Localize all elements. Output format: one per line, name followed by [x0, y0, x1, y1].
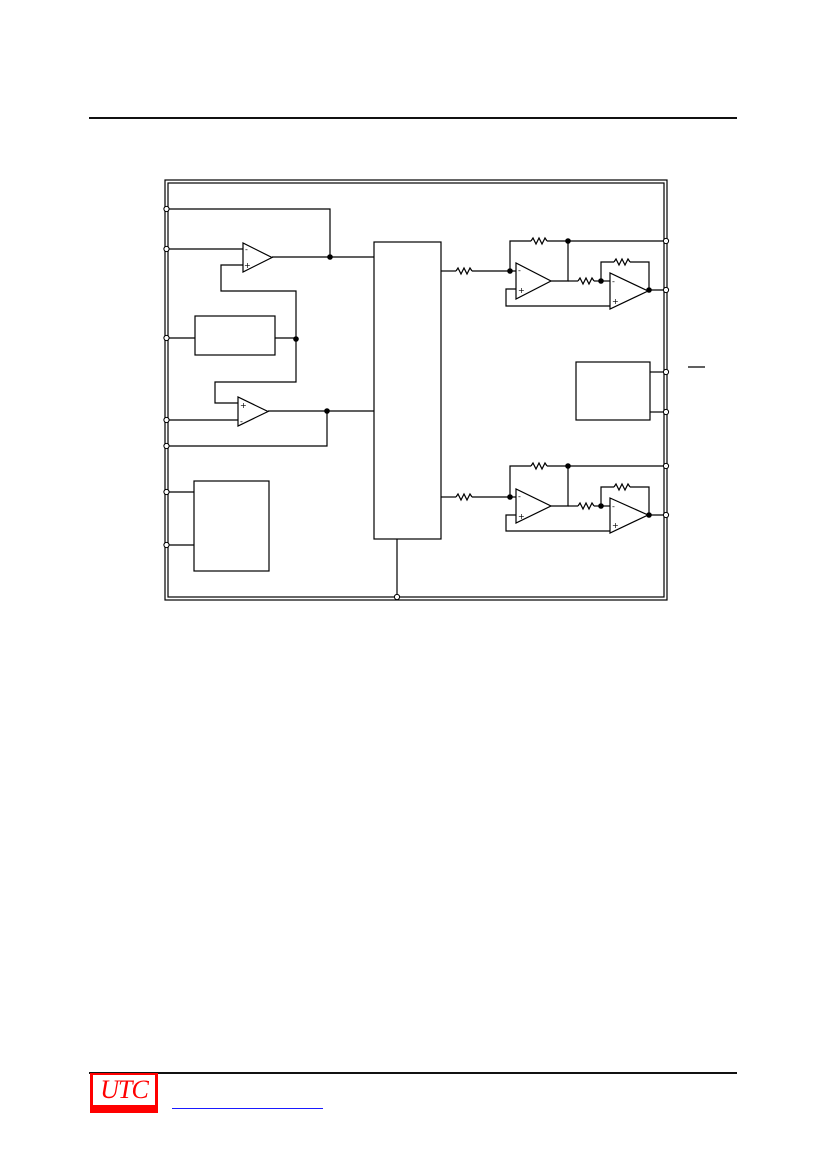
wire [600, 261, 614, 281]
wire [630, 486, 650, 515]
junction-dot [565, 463, 571, 469]
wire [509, 240, 531, 271]
resistor-fb-1a [530, 236, 548, 246]
pin-right [662, 408, 670, 416]
plus-sign: + [518, 512, 525, 521]
resistor-fb-2a [530, 461, 548, 471]
wire [509, 465, 531, 497]
wire [167, 411, 328, 447]
frame-inner [167, 182, 665, 598]
minus-sign: - [245, 245, 248, 254]
opamp-input-b [237, 396, 270, 427]
logo-text: UTC [93, 1075, 155, 1105]
minus-sign: - [240, 417, 243, 426]
junction-dot [324, 408, 330, 414]
pin-left [163, 488, 170, 496]
website-link[interactable] [172, 1094, 323, 1109]
opamp-output-2b [609, 497, 650, 534]
junction-dot [507, 494, 513, 500]
resistor-in-2 [455, 492, 473, 502]
wire [505, 288, 610, 307]
opamp-input-a [242, 242, 274, 273]
pin-right [662, 286, 670, 294]
junction-dot [565, 238, 571, 244]
resistor-mid-1 [577, 276, 595, 286]
pin-right [662, 511, 670, 519]
reference-block [194, 315, 276, 356]
junction-dot [507, 268, 513, 274]
wire [505, 514, 610, 532]
pin-right [662, 368, 670, 376]
plus-sign: + [612, 297, 619, 306]
footer-rule [89, 1072, 737, 1074]
minus-sign: - [612, 502, 615, 511]
resistor-in-1 [455, 266, 473, 276]
wire [551, 466, 569, 507]
plus-sign: + [244, 261, 251, 270]
wire [167, 208, 331, 257]
plus-sign: + [518, 286, 525, 295]
pin-left [163, 205, 170, 213]
aux-left-block [193, 480, 270, 572]
opamp-output-1b [609, 272, 650, 310]
junction-dot [598, 503, 604, 509]
resistor-fb-1b [613, 257, 631, 267]
utc-logo: UTC [90, 1073, 158, 1113]
wire [600, 486, 614, 506]
minus-sign: - [518, 492, 521, 501]
pin-left [163, 245, 170, 253]
junction-dot [598, 278, 604, 284]
junction-dot [327, 254, 333, 260]
plus-sign: + [240, 401, 247, 410]
junction-dot [293, 336, 299, 342]
pin-left [163, 416, 170, 424]
aux-right-block [575, 361, 651, 421]
pin-right [662, 237, 670, 245]
header-rule [89, 117, 737, 119]
pin-bottom [393, 593, 401, 601]
minus-sign: - [612, 277, 615, 286]
pin-left [163, 442, 170, 450]
opamp-output-2a [515, 488, 553, 524]
wire [630, 261, 650, 290]
pin-right [662, 462, 670, 470]
pin-left [163, 334, 170, 342]
opamp-output-1a [515, 262, 553, 300]
wire [214, 264, 297, 404]
plus-sign: + [612, 521, 619, 530]
junction-dot [646, 512, 652, 518]
wire [551, 241, 569, 282]
junction-dot [646, 287, 652, 293]
resistor-fb-2b [613, 482, 631, 492]
central-control-block [373, 241, 442, 540]
frame-outer [164, 179, 668, 601]
pin-left [163, 541, 170, 549]
resistor-mid-2 [577, 501, 595, 511]
minus-sign: - [518, 266, 521, 275]
